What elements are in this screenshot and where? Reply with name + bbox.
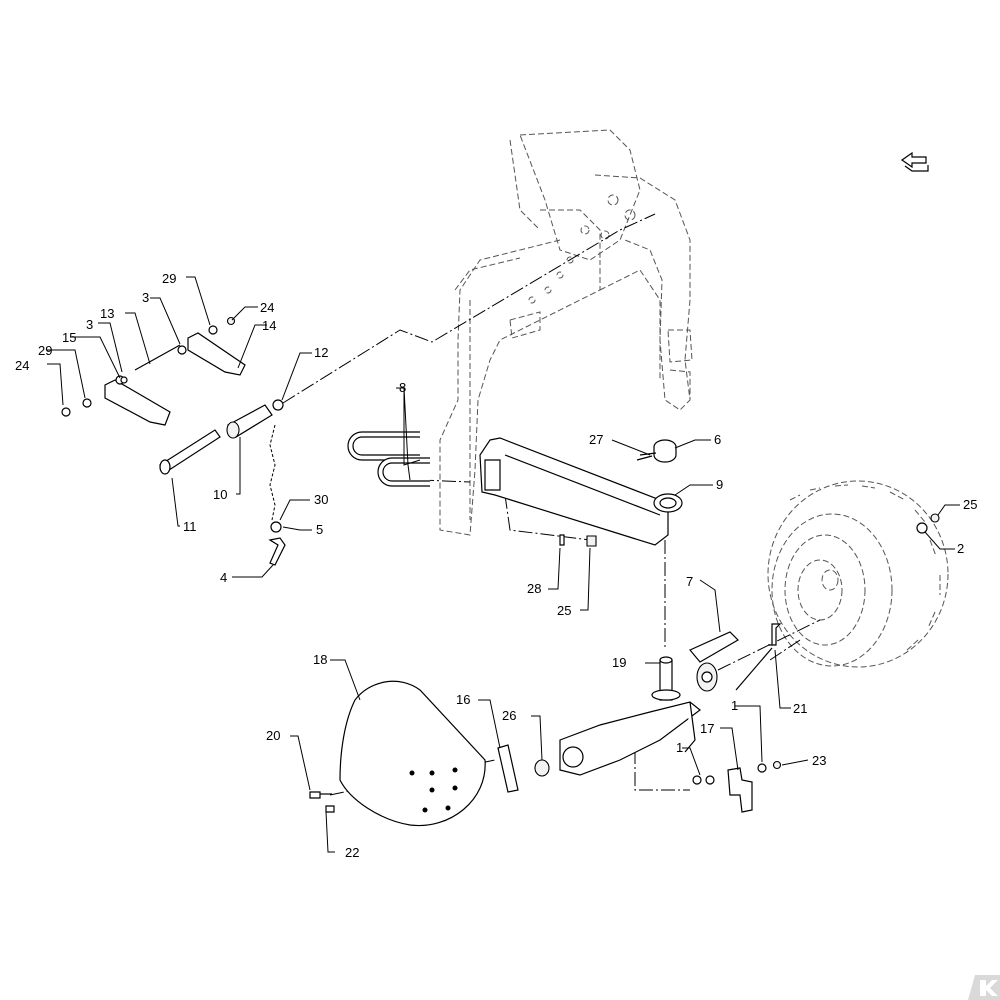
callout-20: 20: [266, 728, 280, 743]
callout-6: 6: [714, 432, 721, 447]
part-bolt: [735, 623, 782, 691]
callout-labels: 24 29 15 3 13 3 29 24 14 12 8 27 6 9 10 …: [15, 271, 977, 860]
callout-8: 8: [399, 380, 406, 395]
part-clamp: [727, 767, 753, 813]
direction-arrow-icon: [900, 151, 929, 172]
part-collar: [636, 439, 677, 463]
callout-27: 27: [589, 432, 603, 447]
callout-11: 11: [183, 519, 197, 534]
machine-frame-outline: [439, 129, 693, 536]
part-bracket: [497, 744, 519, 793]
callout-29-upper: 29: [162, 271, 176, 286]
callout-25-center: 25: [557, 603, 571, 618]
callout-2: 2: [957, 541, 964, 556]
callout-4: 4: [220, 570, 227, 585]
callout-24-left: 24: [15, 358, 29, 373]
callout-19: 19: [612, 655, 626, 670]
callout-28: 28: [527, 581, 541, 596]
callout-5: 5: [316, 522, 323, 537]
callout-12: 12: [314, 345, 328, 360]
leader-lines: [47, 276, 960, 853]
part-nut: [534, 759, 550, 777]
wheel-tire: [767, 480, 949, 668]
part-screws: [309, 791, 335, 813]
callout-24-upper: 24: [260, 300, 274, 315]
part-arm: [479, 437, 683, 546]
callout-21: 21: [793, 701, 807, 716]
callout-15: 15: [62, 330, 76, 345]
part-washers-nuts: [692, 513, 940, 785]
part-spindle: [689, 631, 739, 692]
part-small-washers-left: [61, 316, 236, 417]
callout-3-left: 3: [86, 317, 93, 332]
part-mudguard: [339, 680, 486, 827]
callout-29-left: 29: [38, 343, 52, 358]
part-link-plates: [104, 332, 246, 426]
part-pins: [159, 399, 284, 475]
callout-23: 23: [812, 753, 826, 768]
callout-16: 16: [456, 692, 470, 707]
callout-17: 17: [700, 721, 714, 736]
callout-1-left: 1: [676, 740, 683, 755]
callout-18: 18: [313, 652, 327, 667]
part-small-fasteners: [559, 452, 657, 547]
callout-22: 22: [345, 845, 359, 860]
callout-30: 30: [314, 492, 328, 507]
callout-10: 10: [213, 487, 227, 502]
part-chain: [268, 424, 286, 566]
callout-25-right: 25: [963, 497, 977, 512]
callout-9: 9: [716, 477, 723, 492]
callout-1-right: 1: [731, 698, 738, 713]
brand-logo-icon: [968, 975, 1000, 1000]
callout-14: 14: [262, 318, 276, 333]
callout-7: 7: [686, 574, 693, 589]
part-fork: [559, 656, 701, 776]
callout-13: 13: [100, 306, 114, 321]
part-u-bolts: [347, 431, 430, 487]
callout-26: 26: [502, 708, 516, 723]
callout-3-upper: 3: [142, 290, 149, 305]
